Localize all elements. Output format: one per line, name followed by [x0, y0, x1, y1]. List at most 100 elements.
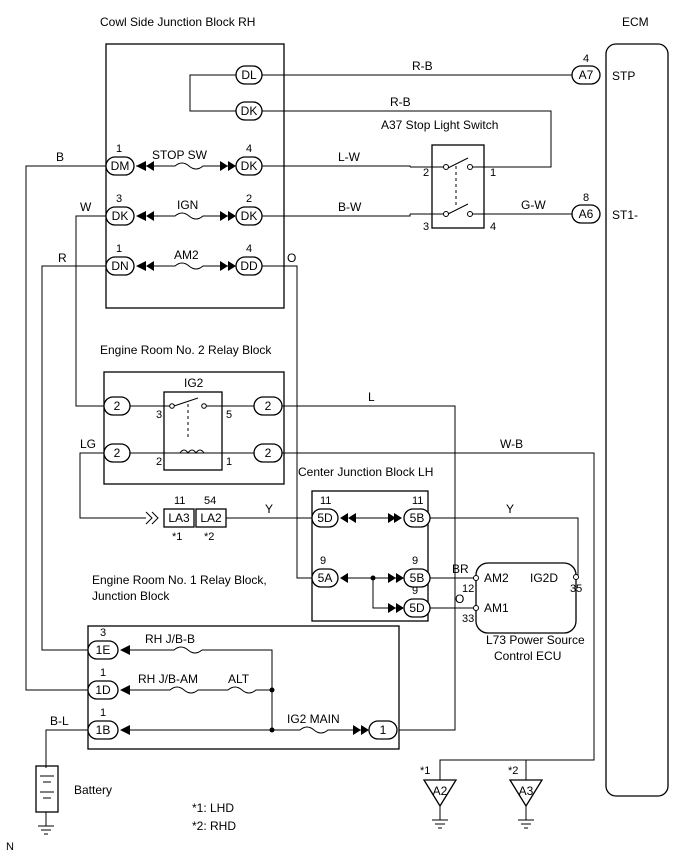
pin-label: 4: [583, 53, 589, 65]
connector-a3-label: A3: [519, 784, 534, 798]
note-lhd: *1: LHD: [192, 801, 234, 815]
corner-mark: N: [6, 841, 14, 853]
fuse-alt-label: ALT: [228, 672, 250, 686]
ecm-title: ECM: [622, 15, 649, 29]
pin-label: 11: [412, 495, 423, 507]
er1-title-line2: Junction Block: [92, 589, 170, 603]
connector-label: 5B: [410, 571, 425, 585]
pin-label: 5: [226, 409, 232, 421]
switch-contact: [443, 164, 449, 170]
wire-label: BR: [452, 562, 469, 576]
ground-symbol: [38, 812, 54, 835]
fuse-am2-label: AM2: [174, 248, 199, 262]
connector-label: 2: [265, 446, 272, 460]
connector-label: 1D: [95, 683, 111, 697]
er2-title: Engine Room No. 2 Relay Block: [100, 343, 272, 357]
note-marker: *2: [204, 531, 214, 543]
pin-label: 2: [156, 456, 162, 468]
wire-label: Y: [265, 502, 273, 516]
pin-label: 1: [100, 707, 106, 719]
pin-label: 11: [174, 495, 185, 507]
switch-pin-1: 1: [490, 167, 496, 179]
wire-label: B: [56, 150, 64, 164]
connector-dl-label: DL: [241, 68, 257, 82]
er1-title-line1: Engine Room No. 1 Relay Block,: [92, 573, 267, 587]
stop-light-switch: [431, 144, 485, 229]
cowl-block-title: Cowl Side Junction Block RH: [100, 15, 255, 29]
pin-label: 12: [462, 583, 474, 595]
connector-5a: [311, 568, 339, 588]
ecm-stp-label: STP: [612, 69, 635, 83]
wire-label: W: [80, 200, 92, 214]
connector-a3: A3: [508, 779, 544, 829]
pin-label: 1: [116, 243, 122, 255]
connector-a6-label: A6: [579, 207, 594, 221]
relay-ig2-label: IG2: [184, 376, 204, 390]
pin-label: 9: [412, 585, 418, 597]
wire-label: R-B: [412, 59, 433, 73]
note-rhd: *2: RHD: [192, 819, 236, 833]
battery-symbol: [35, 765, 59, 813]
wire-label: G-W: [521, 198, 546, 212]
cjb-title: Center Junction Block LH: [298, 465, 433, 479]
ecm-block: [605, 43, 669, 797]
connector-label: 5B: [410, 511, 425, 525]
pin-label: 1: [116, 143, 122, 155]
stop-switch-title: A37 Stop Light Switch: [381, 118, 498, 132]
switch-pin-3: 3: [423, 221, 429, 233]
pin-label: 3: [100, 627, 106, 639]
switch-contact: [467, 211, 473, 217]
connector-a2-label: A2: [433, 784, 448, 798]
wire-label: W-B: [500, 437, 523, 451]
fuse-rh-jb-b-label: RH J/B-B: [145, 632, 195, 646]
connector-label: 5D: [409, 601, 425, 615]
connector-label: 1E: [96, 643, 111, 657]
ecu-am1-label: AM1: [484, 601, 509, 615]
switch-contact: [443, 211, 449, 217]
connector-label: 2: [265, 399, 272, 413]
pin-label: 35: [570, 583, 582, 595]
connector-label: 5D: [317, 511, 333, 525]
connector-a7-label: A7: [579, 68, 594, 82]
connector-5d-top: [311, 508, 339, 528]
connector-dn-label: DN: [111, 259, 128, 273]
connector-la3-label: LA3: [168, 511, 190, 525]
wire-label: R-B: [390, 95, 411, 109]
pin-label: 4: [246, 143, 252, 155]
pin-label: 4: [246, 243, 252, 255]
center-junction-block: [311, 490, 429, 622]
junction-dot: [269, 727, 275, 733]
cowl-junction-block: [105, 43, 285, 309]
connector-label: 2: [114, 446, 121, 460]
junction-dot: [269, 687, 275, 693]
connector-1d: [87, 680, 119, 700]
connector-a7: [571, 65, 601, 85]
pin-label: 1: [100, 667, 106, 679]
pin-label: 9: [412, 555, 418, 567]
switch-contact: [467, 164, 473, 170]
connector-label: 5A: [318, 571, 333, 585]
ecu-ig2d-label: IG2D: [530, 571, 558, 585]
wire-label: B-L: [50, 714, 69, 728]
connector-a2: A2: [422, 779, 458, 829]
engine-room-1-relay-block: [87, 625, 400, 750]
pin-label: 11: [320, 495, 331, 507]
pin-label: 1: [226, 456, 232, 468]
connector-dd-label: DD: [240, 259, 258, 273]
wire-label: O: [287, 251, 296, 265]
wire-label: B-W: [338, 200, 362, 214]
pin-label: 54: [204, 495, 216, 507]
ig2-relay: IG2 3 5 2 1: [130, 376, 254, 471]
pin-label: 3: [116, 193, 122, 205]
connector-la2-label: LA2: [200, 511, 222, 525]
ecm-st1-label: ST1-: [612, 208, 638, 222]
connector-a6: [571, 204, 601, 224]
engine-room-2-relay-block: [103, 371, 285, 485]
stop-sw-fuse-path: STOP SW: [136, 148, 236, 171]
ecu-am2-label: AM2: [484, 571, 509, 585]
wire-label: L-W: [338, 150, 361, 164]
fuse-ig2-main-label: IG2 MAIN: [287, 712, 340, 726]
battery-label: Battery: [74, 783, 112, 797]
fuse-ign-label: IGN: [177, 198, 198, 212]
